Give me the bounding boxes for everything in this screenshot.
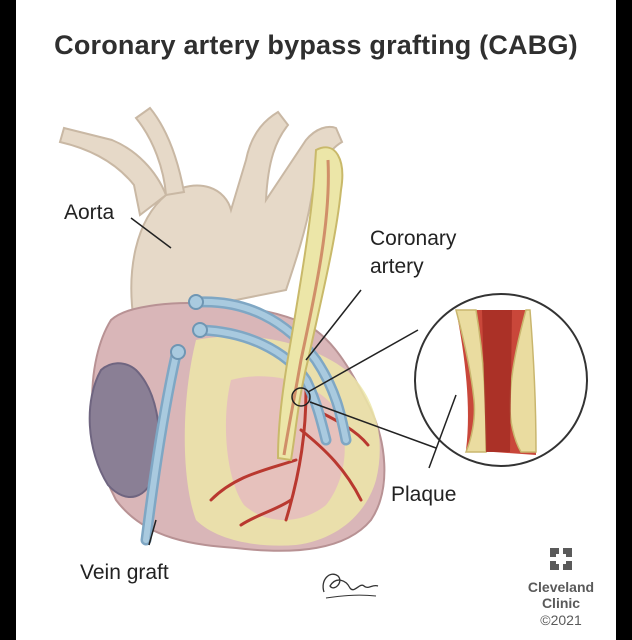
aorta-shape: [58, 106, 344, 324]
logo-line1: Cleveland: [527, 579, 595, 595]
leader-lines: [130, 217, 457, 546]
label-coronary-artery-line1: Coronary: [370, 227, 457, 250]
label-plaque: Plaque: [391, 483, 457, 506]
artery-graft: [276, 146, 344, 462]
logo-line2: Clinic: [541, 595, 581, 611]
cleveland-clinic-mark-icon: [550, 548, 572, 570]
artist-signature: [322, 573, 379, 599]
label-vein-graft: Vein graft: [80, 561, 169, 584]
magnified-artery-section: [414, 293, 588, 467]
logo-copyright: ©2021: [540, 612, 582, 628]
label-coronary-artery-line2: artery: [370, 255, 424, 278]
cleveland-clinic-logo: Cleveland Clinic ©2021: [521, 548, 601, 629]
heart-illustration: [58, 106, 588, 552]
coronary-vessels: [209, 388, 370, 527]
diagram-title: Coronary artery bypass grafting (CABG): [54, 30, 578, 60]
diagram-panel: Coronary artery bypass grafting (CABG): [16, 0, 616, 640]
label-aorta: Aorta: [64, 201, 115, 224]
